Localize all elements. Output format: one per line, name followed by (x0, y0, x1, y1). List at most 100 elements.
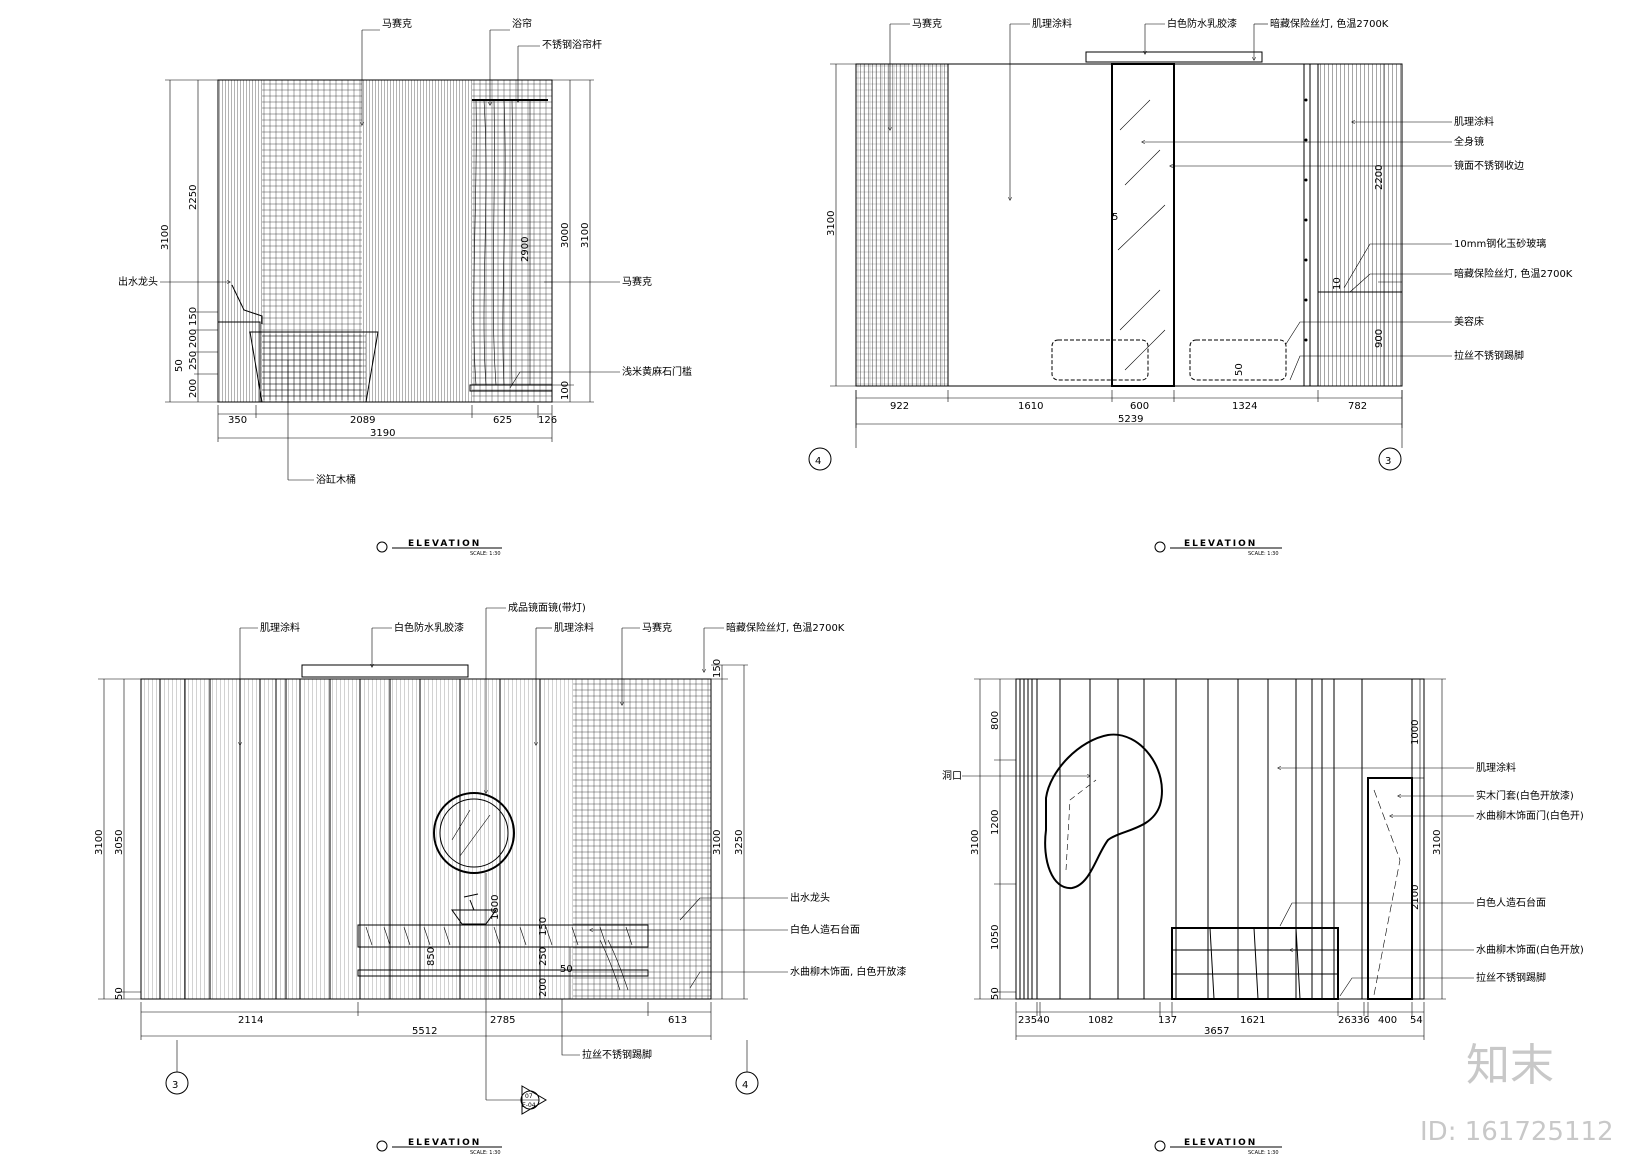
dim-text: 400 (1378, 1015, 1397, 1026)
axis-marker-label: 3 (1385, 456, 1391, 467)
dim-text: 54 (1410, 1015, 1423, 1026)
label-mosaic: 马赛克 (642, 621, 672, 634)
leader-line (1289, 355, 1452, 381)
dim-text: 350 (228, 415, 247, 426)
dim-text: 2089 (350, 415, 375, 426)
dim-text: 100 (560, 381, 571, 400)
faucet-icon (231, 284, 263, 324)
label-lamp: 暗藏保险丝灯, 色温2700K (1270, 17, 1389, 30)
drawing-title: ELEVATION (1184, 1138, 1257, 1148)
dim-text: 50 (1234, 363, 1245, 376)
dim-text: 150 (538, 917, 549, 936)
dim-text: 3100 (580, 223, 591, 248)
dim-text: 625 (493, 415, 512, 426)
door-frame (1367, 777, 1413, 1000)
dim-text: 3100 (1432, 830, 1443, 855)
bath-tub (249, 331, 379, 403)
label-doorleaf: 水曲柳木饰面门(白色开) (1476, 809, 1584, 822)
label-wood: 水曲柳木饰面, 白色开放漆 (790, 965, 906, 978)
elevation-3: 肌理涂料 白色防水乳胶漆 成品镜面镜(带灯) 肌理涂料 马赛克 暗藏保险丝灯, … (94, 601, 906, 1156)
mirror-reflection (451, 809, 491, 857)
label-bed: 美容床 (1454, 315, 1484, 328)
label-glass: 10mm钢化玉砂玻璃 (1454, 237, 1546, 250)
elevation-4: 洞口 肌理涂料 实木门套(白色开放漆) 水曲柳木饰面门(白色开) 白色人造石台面… (942, 678, 1584, 1156)
label-tub: 浴缸木桶 (316, 473, 356, 486)
lower-shelf (357, 969, 649, 977)
bath-step (217, 321, 261, 403)
elevation-1: 马赛克 浴帘 不锈钢浴帘杆 马赛克 出水龙头 浅米黄麻石门槛 浴缸木桶 350 … (118, 17, 692, 557)
leader-line (1285, 321, 1452, 345)
dim-text: 50 (560, 964, 573, 975)
label-faucet: 出水龙头 (118, 275, 158, 288)
dim-text: 3190 (370, 428, 395, 439)
drawing-scale: SCALE: 1:30 (1248, 551, 1279, 557)
dim-text: 50 (114, 987, 125, 1000)
dim-text: 1610 (1018, 401, 1043, 412)
elevation-2: 马赛克 肌理涂料 白色防水乳胶漆 暗藏保险丝灯, 色温2700K 肌理涂料 全身… (808, 17, 1573, 557)
label-mosaic-top: 马赛克 (382, 17, 412, 30)
leader-line (679, 897, 788, 921)
drawing-scale: SCALE: 1:30 (470, 551, 501, 557)
label-latex: 白色防水乳胶漆 (394, 621, 464, 634)
leader-line (1349, 273, 1452, 293)
dim-text: 5512 (412, 1026, 437, 1037)
dim-text: 2900 (520, 237, 531, 262)
dim-text: 3050 (114, 830, 125, 855)
beauty-bed-right (1189, 339, 1287, 381)
dim-text: 250 (188, 351, 199, 370)
label-mirror: 全身镜 (1454, 135, 1484, 148)
round-mirror (433, 792, 515, 874)
wall-striped-panel (362, 80, 472, 402)
label-skirting: 拉丝不锈钢踢脚 (582, 1048, 652, 1061)
stone-countertop (357, 924, 649, 948)
label-mirror: 成品镜面镜(带灯) (508, 601, 586, 614)
wall-panel-joints (159, 679, 541, 999)
dim-text: 50 (990, 987, 1001, 1000)
drawing-title: ELEVATION (408, 539, 481, 549)
dim-text: 2100 (1410, 885, 1421, 910)
leader-line (1339, 977, 1474, 997)
label-mosaic: 马赛克 (912, 17, 942, 30)
dim-text: 10 (1332, 277, 1343, 290)
leader-line (509, 371, 521, 389)
label-threshold: 浅米黄麻石门槛 (622, 365, 692, 378)
dim-text: 36 (1357, 1015, 1370, 1026)
round-mirror-inner (439, 798, 509, 868)
dim-text: 3250 (734, 830, 745, 855)
leader-line (1343, 243, 1452, 289)
dim-text: 250 (538, 947, 549, 966)
title-symbol (1154, 541, 1166, 553)
drawing-title: ELEVATION (408, 1138, 481, 1148)
dim-text: 922 (890, 401, 909, 412)
label-latex: 白色防水乳胶漆 (1167, 17, 1237, 30)
axis-marker (1378, 447, 1402, 471)
wall-striped-panel (1318, 64, 1402, 386)
dim-text: 5239 (1118, 414, 1143, 425)
sink-pipe (599, 939, 629, 991)
full-length-mirror (1111, 63, 1175, 387)
dim-text: 2785 (490, 1015, 515, 1026)
dim-text: 3000 (560, 223, 571, 248)
label-trim: 镜面不锈钢收边 (1454, 159, 1524, 172)
label-counter: 白色人造石台面 (790, 923, 860, 936)
drawing-scale: SCALE: 1:30 (470, 1150, 501, 1156)
door-swing (1373, 789, 1401, 996)
dim-text: 2114 (238, 1015, 263, 1026)
title-symbol (376, 1140, 388, 1152)
shower-curtain (473, 99, 513, 386)
wall-striped-panel (218, 80, 262, 402)
watermark-id: ID: 161725112 (1420, 1117, 1614, 1147)
label-texture-2: 肌理涂料 (554, 621, 594, 634)
label-lamp2: 暗藏保险丝灯, 色温2700K (1454, 267, 1573, 280)
dim-text: 2250 (188, 185, 199, 210)
axis-marker-label: 4 (742, 1080, 748, 1091)
dim-text: 235 (1018, 1015, 1037, 1026)
dim-text: 3100 (826, 211, 837, 236)
cabinet-shelves (1172, 927, 1338, 1000)
label-counter: 白色人造石台面 (1476, 896, 1546, 909)
dim-text: 1082 (1088, 1015, 1113, 1026)
mosaic-field (856, 64, 948, 386)
ceiling-light-box (301, 664, 469, 678)
watermark-logo: 知末 (1466, 1040, 1554, 1091)
wall-outline (1015, 678, 1425, 1000)
